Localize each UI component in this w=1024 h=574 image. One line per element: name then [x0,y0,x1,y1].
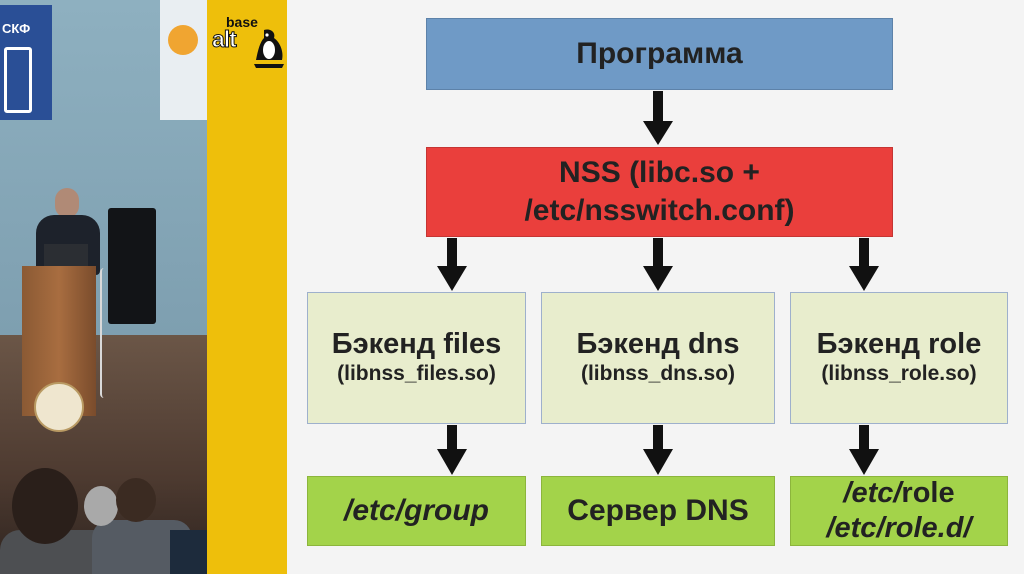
logo-alt-text: alt [212,26,238,53]
arrows-layer [437,91,879,475]
audience-head [12,468,78,544]
laptop [44,244,88,268]
basealt-logo: base alt [212,14,284,70]
podium-emblem [34,382,84,432]
backend-files-node: Бэкенд files (libnss_files.so) [307,292,526,424]
audience-head [84,486,118,526]
audience-head [116,478,156,522]
backend-role-node: Бэкенд role (libnss_role.so) [790,292,1008,424]
target-role-line1: /etc/role [843,476,954,511]
program-label: Программа [576,37,743,70]
target-dns-label: Сервер DNS [567,494,749,527]
cable [100,268,108,398]
conference-banner: СКФ [0,5,52,120]
nss-node: NSS (libc.so + /etc/nsswitch.conf) [426,147,893,237]
audience-shoulders [170,530,207,574]
target-role-file: role [901,477,955,509]
target-role-line2: /etc/role.d/ [826,512,972,544]
backend-library: (libnss_dns.so) [580,362,736,385]
nss-label-line1: NSS (libc.so + [559,156,760,189]
backend-dns-node: Бэкенд dns (libnss_dns.so) [541,292,775,424]
backend-library: (libnss_role.so) [821,362,977,385]
nss-label-line2: /etc/nsswitch.conf) [524,194,795,227]
logo-base-text: base [226,14,258,30]
wall-poster [160,0,207,120]
video-frame: СКФ [0,0,207,574]
backend-title: Бэкенд dns [576,328,740,360]
target-dns-node: Сервер DNS [541,476,775,546]
backend-title: Бэкенд files [331,328,502,360]
target-role-node: /etc/role /etc/role.d/ [790,476,1008,546]
target-group-node: /etc/group [307,476,526,546]
loudspeaker [108,208,156,324]
banner-emblem [4,47,32,113]
target-group-label: /etc/group [343,494,489,527]
backend-library: (libnss_files.so) [337,362,496,385]
target-role-path-prefix: /etc/ [843,477,902,509]
logo-strip: base alt [207,0,287,574]
backend-title: Бэкенд role [816,328,982,360]
slide: Программа NSS (libc.so + /etc/nsswitch.c… [287,0,1024,574]
speaker-head [55,188,79,218]
banner-text: СКФ [2,21,31,36]
program-node: Программа [426,18,893,90]
penguin-logo-icon [254,29,284,68]
